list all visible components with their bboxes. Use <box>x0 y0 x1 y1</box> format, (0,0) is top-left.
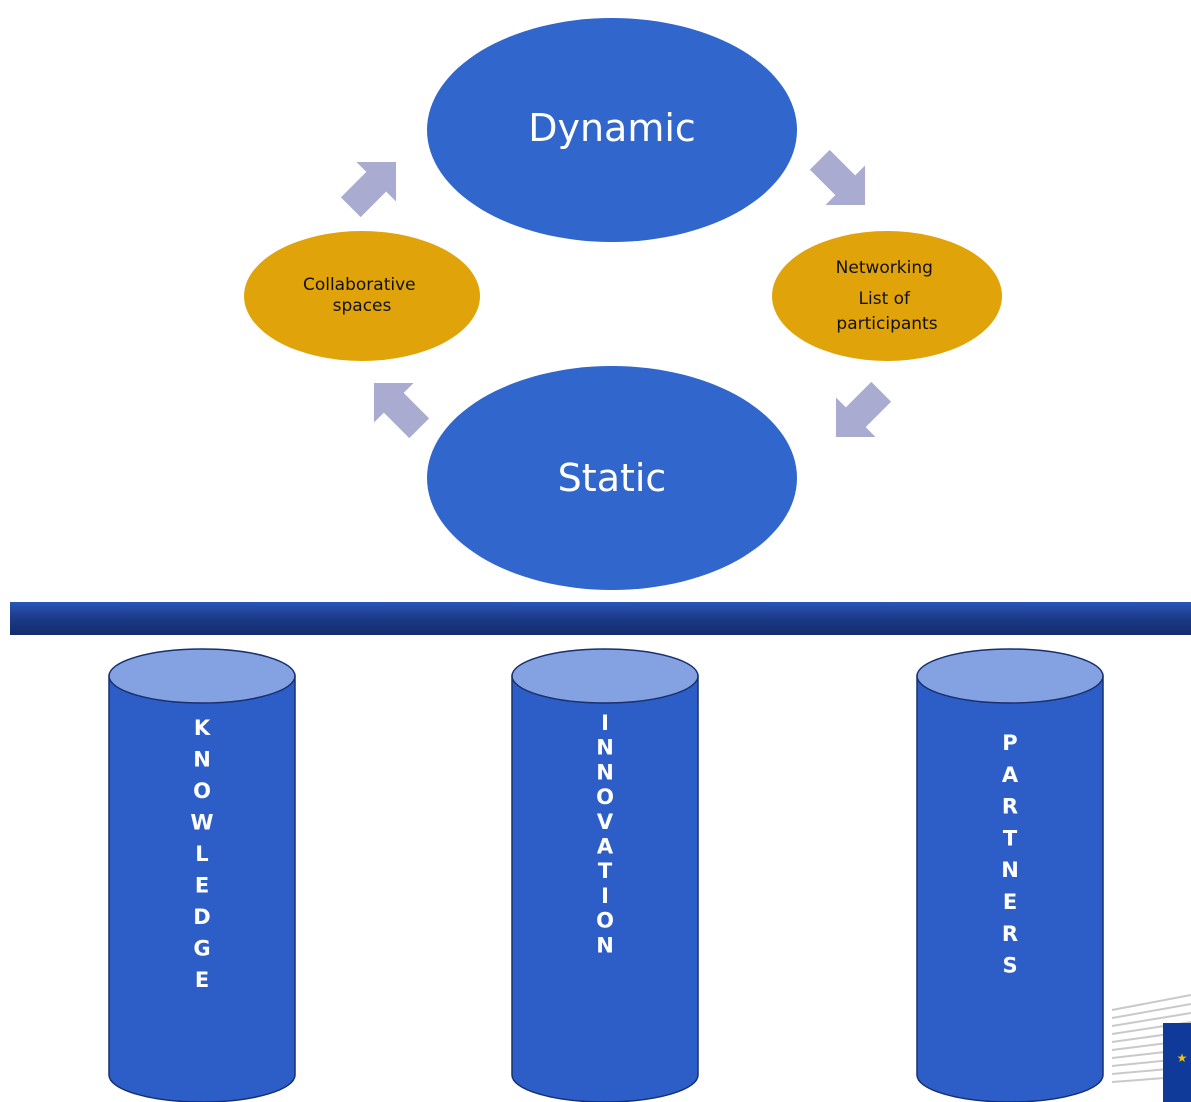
static-label: Static <box>558 456 667 500</box>
pillar-top <box>916 648 1104 704</box>
networking-line-2: List of <box>859 289 912 309</box>
networking-node <box>772 231 1002 361</box>
pillar-letter: K <box>194 716 211 740</box>
eu-flag-icon <box>1163 1023 1191 1102</box>
networking-line-3: participants <box>836 314 937 334</box>
pillar-letter: N <box>596 933 614 957</box>
arrow-dynamic-to-networking <box>809 149 866 206</box>
pillar-letter: R <box>1002 795 1018 819</box>
dynamic-label: Dynamic <box>528 106 696 150</box>
arrow-collaborative-to-dynamic <box>340 161 397 218</box>
collaborative-line-1: Collaborative <box>303 275 416 295</box>
pillar-letter: P <box>1002 731 1017 755</box>
pillar-letter: I <box>601 711 609 735</box>
collaborative-spaces-node <box>244 231 480 361</box>
divider-band <box>10 602 1191 635</box>
pillar-top <box>511 648 699 704</box>
pillar-letter: E <box>195 874 209 898</box>
pillar-letter: O <box>596 909 614 933</box>
pillar-letter: I <box>601 884 609 908</box>
pillar-letter: S <box>1002 954 1017 978</box>
pillar-letter: T <box>598 859 613 883</box>
pillar-letter: A <box>1002 763 1019 787</box>
pillar-letter: R <box>1002 922 1018 946</box>
collaborative-label: Collaborative spaces <box>303 275 421 316</box>
pillar-letter: N <box>193 748 211 772</box>
pillar-letter: N <box>1001 858 1019 882</box>
collaborative-line-2: spaces <box>333 296 392 316</box>
pillar-letter: T <box>1003 826 1018 850</box>
arrow-static-to-collaborative <box>373 382 430 439</box>
pillar-letter: D <box>193 905 210 929</box>
pillar-letter: A <box>597 835 614 859</box>
pillar-letter: E <box>1003 890 1017 914</box>
pillar-letter: W <box>190 811 213 835</box>
eu-logo: ★ <box>1111 994 1191 1102</box>
networking-label: Networking List of participants <box>836 258 939 334</box>
dynamic-node <box>427 18 797 242</box>
pillar-top <box>108 648 296 704</box>
static-node <box>427 366 797 590</box>
pillar-letter: E <box>195 968 209 992</box>
networking-line-1: Networking <box>836 258 933 278</box>
eu-star-icon: ★ <box>1177 1051 1188 1065</box>
pillar-letter: O <box>193 779 211 803</box>
pillar-letter: N <box>596 736 614 760</box>
pillar-letter: N <box>596 760 614 784</box>
pillar-letter: V <box>597 810 614 834</box>
pillar-letter: G <box>193 937 210 961</box>
pillar-letter: O <box>596 785 614 809</box>
arrow-networking-to-static <box>835 381 892 438</box>
pillar-letter: L <box>195 842 208 866</box>
